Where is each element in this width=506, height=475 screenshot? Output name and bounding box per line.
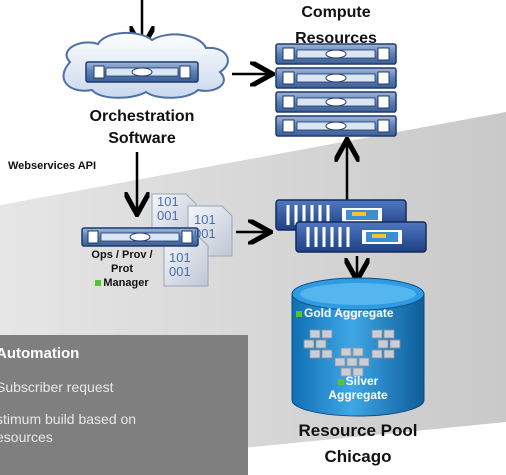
resource-pool-label: Resource Pool Chicago — [298, 421, 418, 466]
ops-manager-label: Ops / Prov / Prot Manager — [91, 249, 153, 289]
automation-title: Automation — [0, 345, 80, 362]
compute-resources-label: Compute Resources — [295, 4, 377, 47]
bullet-icon — [337, 378, 344, 385]
silver-aggregate-label: Silver Aggregate — [328, 374, 388, 402]
bullet-icon — [95, 280, 102, 287]
orchestration-software-label: Orchestration Software — [89, 108, 195, 147]
orchestration-server-icon — [85, 61, 199, 83]
compute-servers-icon — [275, 43, 397, 137]
webservices-api-label: Webservices API — [8, 160, 97, 172]
bullet-icon — [296, 310, 302, 317]
gold-aggregate-label: Gold Aggregate — [296, 306, 420, 320]
automation-line-3: esources — [0, 429, 53, 445]
storage-controller-icon-2 — [295, 221, 427, 253]
automation-line-1: Subscriber request — [0, 379, 114, 395]
automation-line-2: stimum build based on — [0, 411, 137, 427]
automation-panel: Automation Subscriber request stimum bui… — [0, 335, 248, 475]
ops-manager-server-icon — [81, 227, 199, 247]
resource-pool-cylinder — [291, 277, 425, 417]
